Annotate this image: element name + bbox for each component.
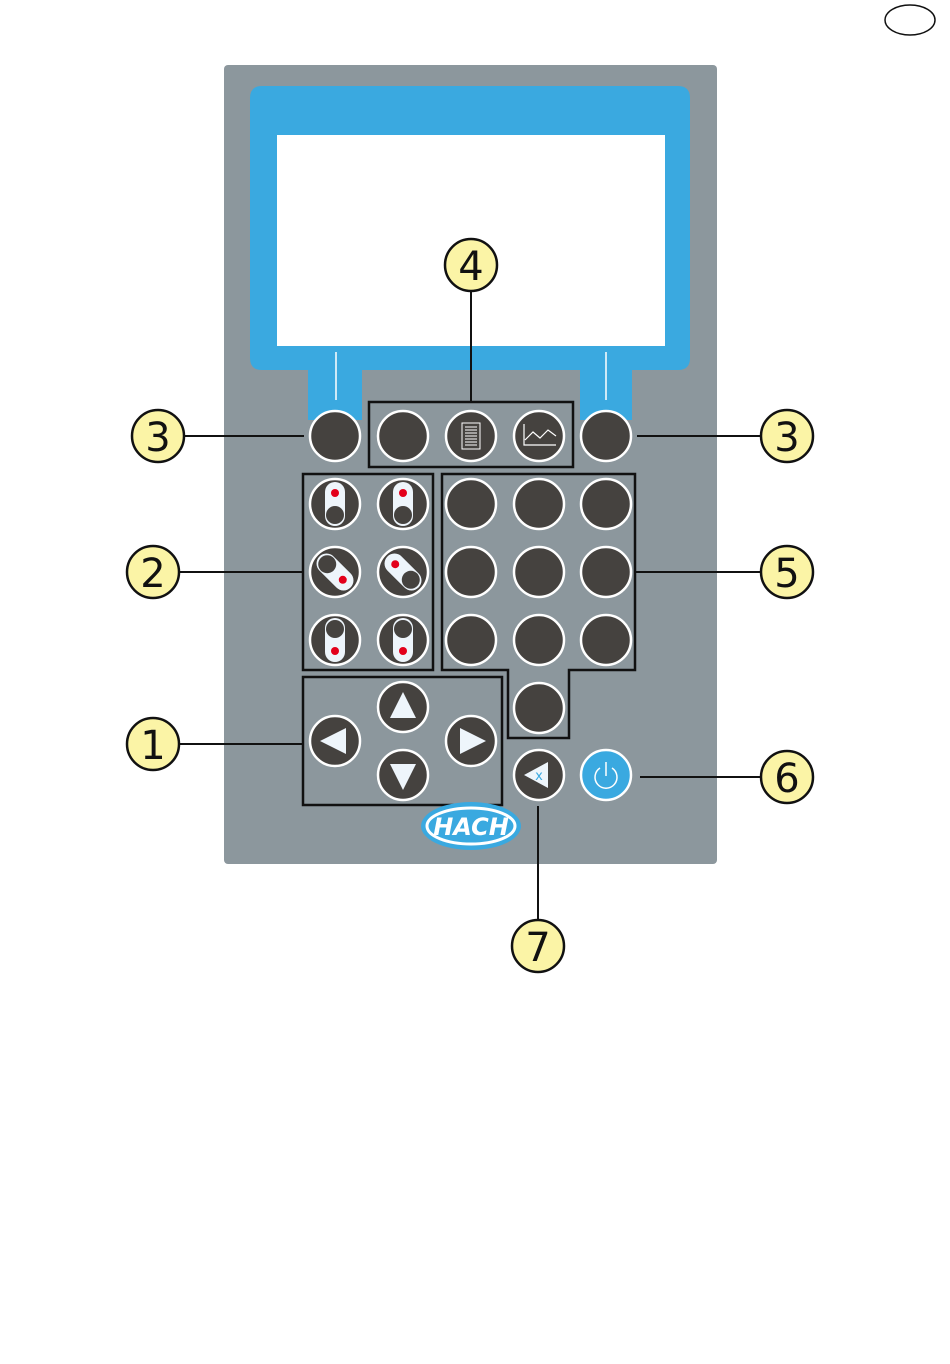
svg-text:7: 7 (525, 925, 550, 971)
numeric-keys-group (440, 472, 637, 740)
svg-text:3: 3 (145, 415, 170, 461)
select-sensor-1-key[interactable] (308, 477, 362, 531)
select-sensor-2-key[interactable] (376, 477, 430, 531)
svg-text:1: 1 (140, 723, 165, 769)
select-sensor-3-key[interactable] (308, 545, 362, 599)
numeric-key[interactable] (512, 545, 566, 599)
sensor-bottom-icon (393, 618, 413, 662)
svg-text:4: 4 (458, 244, 483, 290)
arrow-up-icon (390, 692, 416, 718)
callout-3-left: 3 (130, 408, 186, 464)
left-softkey[interactable] (308, 409, 362, 463)
callout-2: 2 (125, 544, 181, 600)
sensor-diagonal-icon (316, 553, 354, 591)
right-softkey[interactable] (579, 409, 633, 463)
numeric-key[interactable] (444, 545, 498, 599)
page-marker-oval (884, 4, 936, 36)
home-key[interactable] (376, 409, 430, 463)
callout-7: 7 (510, 918, 566, 974)
hach-logo: HACH (421, 802, 521, 850)
numeric-key[interactable] (579, 613, 633, 667)
select-sensor-4-key[interactable] (376, 545, 430, 599)
arrow-down-key[interactable] (376, 748, 430, 802)
svg-text:HACH: HACH (433, 813, 509, 841)
arrow-up-key[interactable] (376, 680, 430, 734)
arrow-keys-group (301, 675, 504, 807)
select-sensor-5-key[interactable] (308, 613, 362, 667)
numeric-key[interactable] (579, 477, 633, 531)
svg-text:2: 2 (140, 551, 165, 597)
svg-text:6: 6 (774, 756, 799, 802)
power-key[interactable] (579, 748, 633, 802)
numeric-key[interactable] (444, 613, 498, 667)
document-list-icon (461, 422, 481, 450)
arrow-right-icon (460, 728, 486, 754)
numeric-key[interactable] (512, 477, 566, 531)
numeric-key[interactable] (579, 545, 633, 599)
select-sensor-6-key[interactable] (376, 613, 430, 667)
svg-text:3: 3 (774, 415, 799, 461)
numeric-key[interactable] (512, 681, 566, 735)
backspace-symbol: x (535, 769, 543, 784)
menu-key[interactable] (444, 409, 498, 463)
sensor-diagonal-icon (384, 553, 422, 591)
arrow-down-icon (390, 764, 416, 790)
svg-text:5: 5 (774, 551, 799, 597)
callout-5: 5 (759, 544, 815, 600)
arrow-right-key[interactable] (444, 714, 498, 768)
sensor-top-icon (393, 482, 413, 526)
power-icon (594, 762, 618, 789)
numeric-key[interactable] (512, 613, 566, 667)
arrow-left-key[interactable] (308, 714, 362, 768)
sensor-bottom-icon (325, 618, 345, 662)
line-chart-icon (523, 424, 557, 446)
backspace-icon (524, 762, 548, 788)
callout-6: 6 (759, 749, 815, 805)
arrow-left-icon (320, 728, 346, 754)
backspace-key[interactable]: x (512, 748, 566, 802)
sensor-top-icon (325, 482, 345, 526)
callout-1: 1 (125, 716, 181, 772)
graph-key[interactable] (512, 409, 566, 463)
numeric-key[interactable] (444, 477, 498, 531)
callout-3-right: 3 (759, 408, 815, 464)
callout-4: 4 (443, 237, 499, 293)
